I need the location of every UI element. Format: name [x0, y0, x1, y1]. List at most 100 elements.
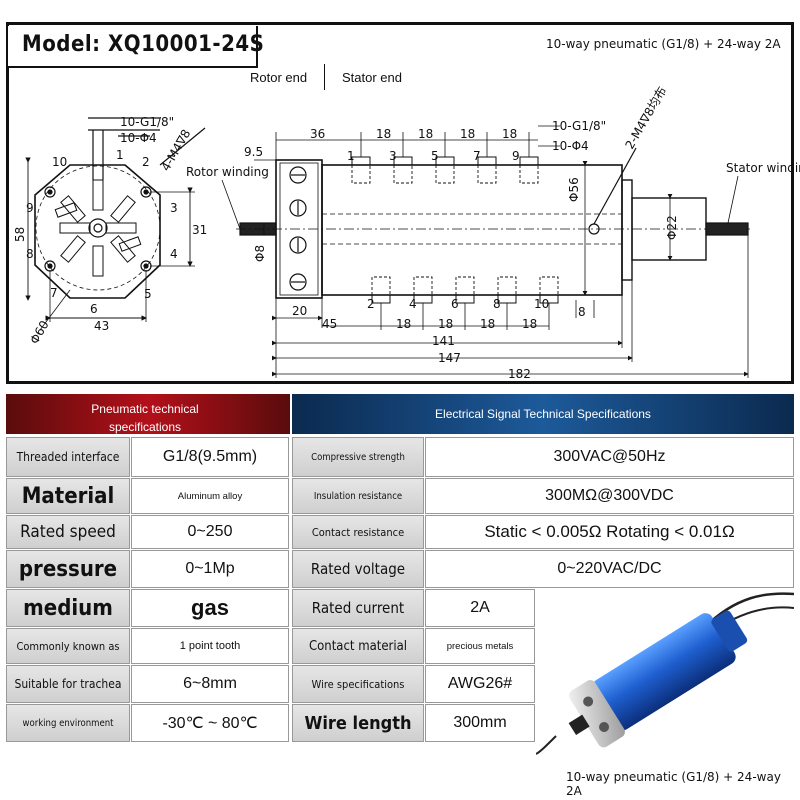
photo-caption: 10-way pneumatic (G1/8) + 24-way 2A: [566, 770, 781, 798]
svg-text:8: 8: [493, 297, 501, 311]
pneumatic-label-0: Threaded interface: [6, 437, 130, 477]
svg-text:10: 10: [52, 155, 67, 169]
svg-text:Φ60: Φ60: [27, 318, 51, 346]
svg-text:10-Φ4: 10-Φ4: [120, 131, 157, 145]
electrical-label-6: Wire specifications: [292, 665, 424, 703]
technical-drawing: 10-G1/8" 10-Φ4 4-M4∇8 58 31 43 Φ60 1 2 3…: [13, 84, 800, 381]
svg-text:9: 9: [26, 201, 34, 215]
drawing-frame: [6, 22, 794, 384]
side-view: [221, 125, 750, 378]
svg-text:58: 58: [13, 227, 27, 242]
svg-text:8: 8: [26, 247, 34, 261]
svg-text:9: 9: [512, 149, 520, 163]
pneumatic-value-2: 0~250: [131, 515, 289, 549]
pneumatic-label-1: Material: [6, 478, 130, 514]
pneumatic-value-3: 0~1Mp: [131, 550, 289, 588]
pneumatic-label-7: working environment: [6, 704, 130, 742]
pneumatic-value-6: 6~8mm: [131, 665, 289, 703]
electrical-label-3: Rated voltage: [292, 550, 424, 588]
svg-text:4: 4: [409, 297, 417, 311]
electrical-title: Electrical Signal Technical Specificatio…: [435, 407, 651, 421]
electrical-value-2: Static < 0.005Ω Rotating < 0.01Ω: [425, 515, 794, 549]
svg-text:45: 45: [322, 317, 337, 331]
end-view: [25, 117, 206, 331]
svg-text:10-G1/8": 10-G1/8": [552, 119, 606, 133]
electrical-label-0: Compressive strength: [292, 437, 424, 477]
svg-text:1: 1: [116, 148, 124, 162]
svg-text:18: 18: [460, 127, 475, 141]
svg-text:20: 20: [292, 304, 307, 318]
svg-text:8: 8: [578, 305, 586, 319]
pneumatic-title: Pneumatic technical specifications: [91, 402, 199, 434]
svg-text:Stator winding: Stator winding: [726, 161, 800, 175]
svg-text:5: 5: [431, 149, 439, 163]
pneumatic-value-0: G1/8(9.5mm): [131, 437, 289, 477]
model-box: [8, 26, 258, 68]
pneumatic-label-6: Suitable for trachea: [6, 665, 130, 703]
pneumatic-value-7: -30℃ ~ 80℃: [131, 704, 289, 742]
svg-text:18: 18: [502, 127, 517, 141]
svg-text:18: 18: [376, 127, 391, 141]
pneumatic-header: [6, 394, 290, 434]
svg-text:7: 7: [50, 286, 58, 300]
svg-text:36: 36: [310, 127, 325, 141]
svg-text:6: 6: [90, 302, 98, 316]
electrical-value-0: 300VAC@50Hz: [425, 437, 794, 477]
top-caption: 10-way pneumatic (G1/8) + 24-way 2A: [546, 37, 781, 51]
svg-text:1: 1: [347, 149, 355, 163]
electrical-label-5: Contact material: [292, 628, 424, 664]
electrical-label-1: Insulation resistance: [292, 478, 424, 514]
model-title: Model: XQ10001-24S: [22, 32, 265, 57]
electrical-value-1: 300MΩ@300VDC: [425, 478, 794, 514]
end-view-labels: 10-G1/8" 10-Φ4 4-M4∇8 58 31 43 Φ60 1 2 3…: [13, 115, 207, 347]
svg-text:Φ8: Φ8: [253, 245, 267, 262]
svg-text:5: 5: [144, 287, 152, 301]
svg-text:10-G1/8": 10-G1/8": [120, 115, 174, 129]
svg-text:147: 147: [438, 351, 461, 365]
electrical-header: [292, 394, 794, 434]
svg-text:Φ56: Φ56: [567, 177, 581, 202]
electrical-label-7: Wire length: [292, 704, 424, 742]
pneumatic-label-5: Commonly known as: [6, 628, 130, 664]
electrical-label-2: Contact resistance: [292, 515, 424, 549]
rotor-end-label: Rotor end: [250, 70, 308, 85]
svg-text:141: 141: [432, 334, 455, 348]
svg-text:4: 4: [170, 247, 178, 261]
svg-text:18: 18: [522, 317, 537, 331]
pneumatic-label-2: Rated speed: [6, 515, 130, 549]
svg-text:Φ22: Φ22: [665, 215, 679, 240]
electrical-value-4: 2A: [425, 589, 535, 627]
svg-text:18: 18: [396, 317, 411, 331]
electrical-value-3: 0~220VAC/DC: [425, 550, 794, 588]
electrical-label-4: Rated current: [292, 589, 424, 627]
stator-end-label: Stator end: [342, 70, 402, 85]
svg-text:2: 2: [367, 297, 375, 311]
svg-text:Rotor winding: Rotor winding: [186, 165, 269, 179]
pneumatic-label-3: pressure: [6, 550, 130, 588]
end-divider: [324, 64, 325, 90]
svg-text:10: 10: [534, 297, 549, 311]
svg-text:31: 31: [192, 223, 207, 237]
svg-text:3: 3: [170, 201, 178, 215]
svg-text:18: 18: [418, 127, 433, 141]
electrical-value-7: 300mm: [425, 704, 535, 742]
svg-text:43: 43: [94, 319, 109, 333]
electrical-value-6: AWG26#: [425, 665, 535, 703]
svg-text:182: 182: [508, 367, 531, 381]
svg-text:9.5: 9.5: [244, 145, 263, 159]
product-photo: [536, 592, 794, 755]
side-view-labels: Rotor winding Stator winding 9.5 36 18 1…: [186, 84, 800, 381]
svg-text:18: 18: [438, 317, 453, 331]
pneumatic-label-4: medium: [6, 589, 130, 627]
svg-text:7: 7: [473, 149, 481, 163]
svg-text:2-M4∇8均布: 2-M4∇8均布: [622, 84, 669, 151]
pneumatic-value-1: Aluminum alloy: [131, 478, 289, 514]
svg-text:2: 2: [142, 155, 150, 169]
electrical-value-5: precious metals: [425, 628, 535, 664]
svg-text:6: 6: [451, 297, 459, 311]
svg-text:3: 3: [389, 149, 397, 163]
pneumatic-value-4: gas: [131, 589, 289, 627]
svg-text:10-Φ4: 10-Φ4: [552, 139, 589, 153]
svg-text:18: 18: [480, 317, 495, 331]
pneumatic-value-5: 1 point tooth: [131, 628, 289, 664]
